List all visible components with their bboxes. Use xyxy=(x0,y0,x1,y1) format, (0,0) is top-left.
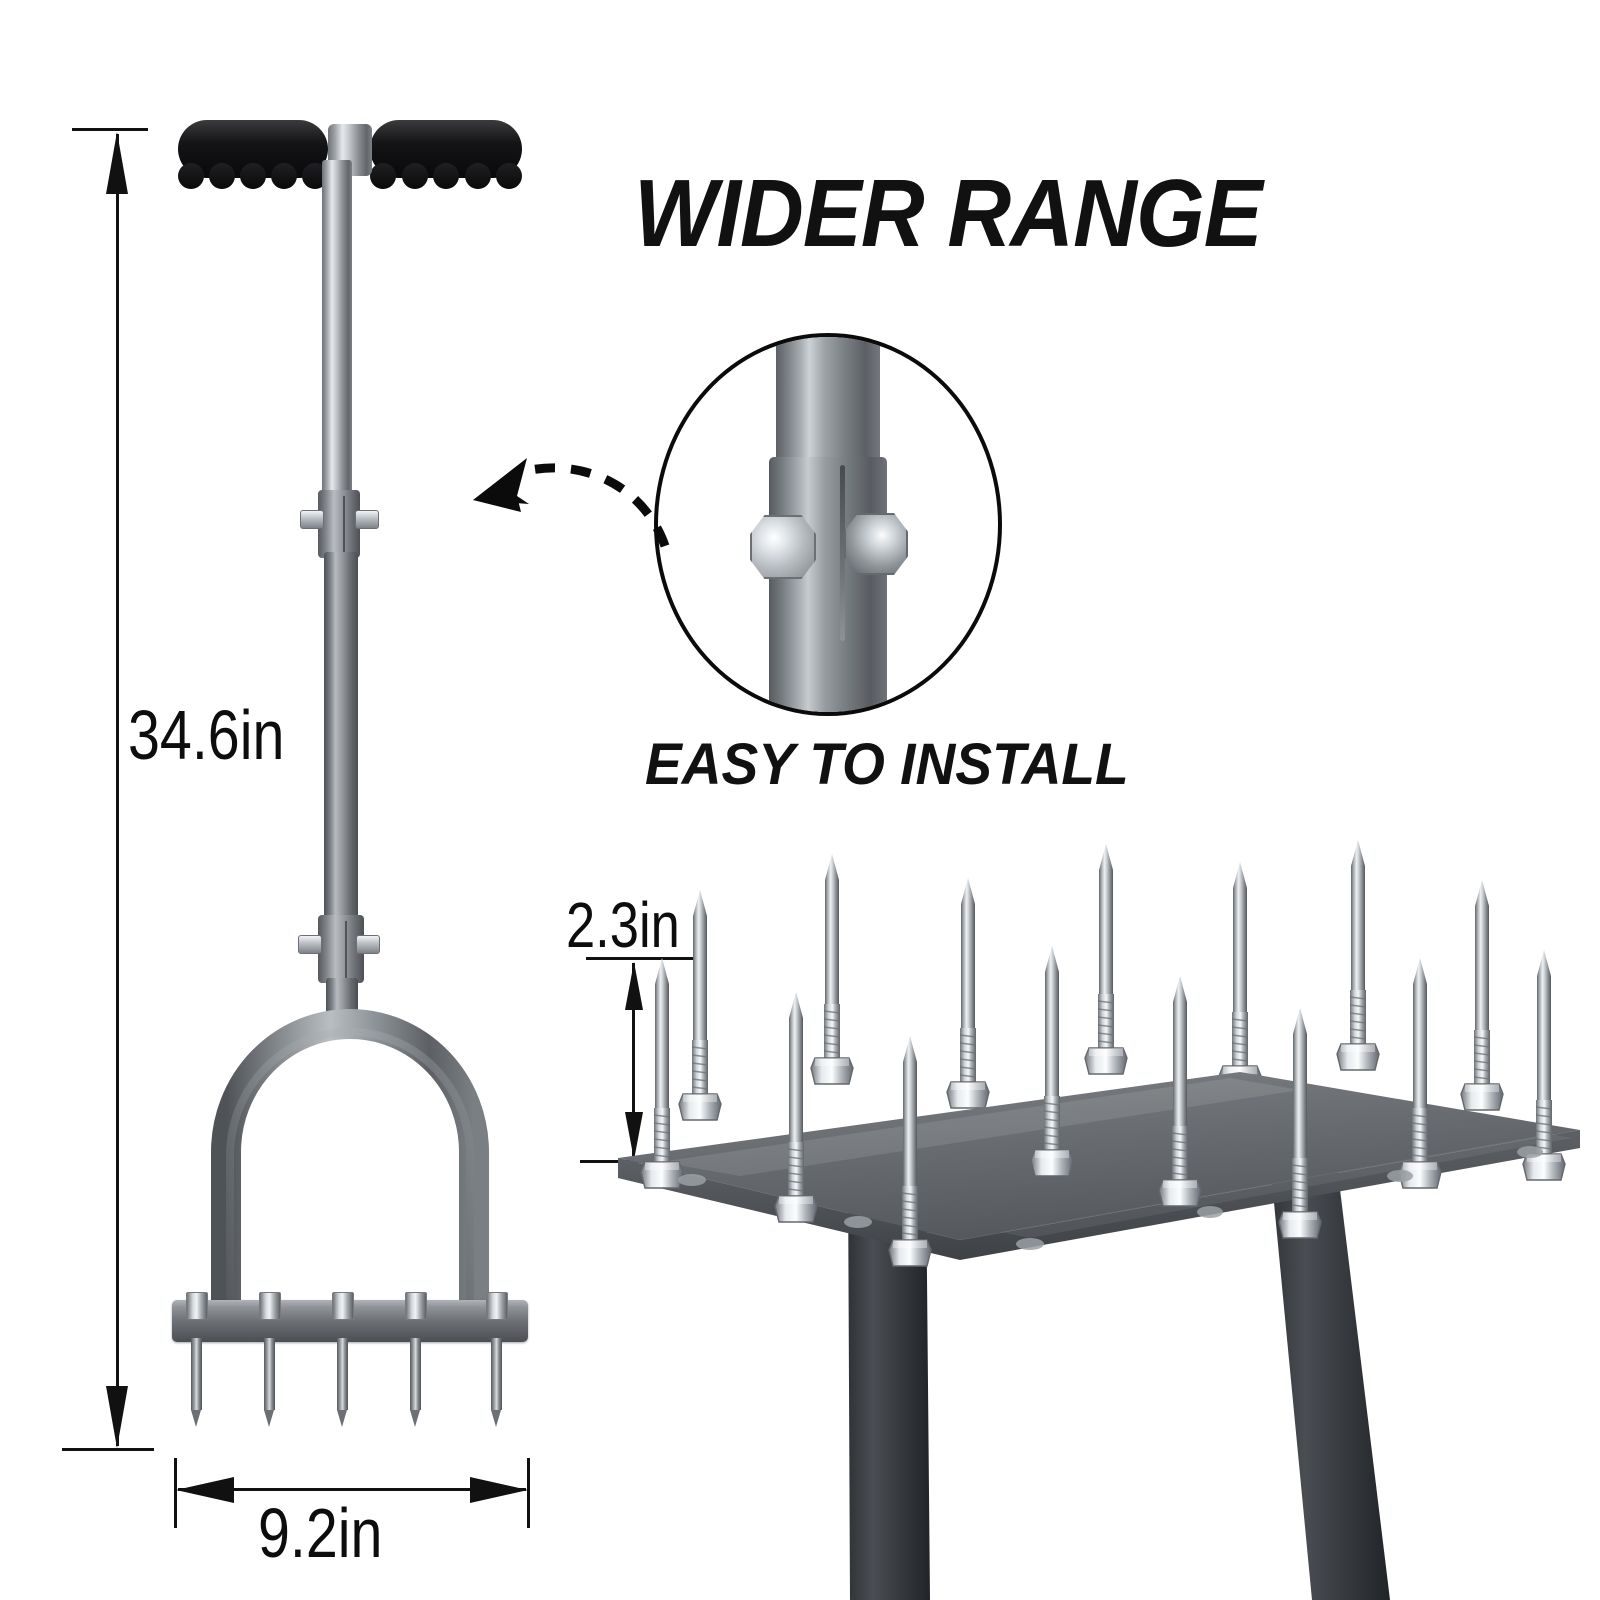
joint-bolt-upper-left xyxy=(300,510,324,529)
tine-nut-3 xyxy=(332,1292,354,1320)
ext-line-bottom xyxy=(62,1448,154,1451)
arrow-up-height xyxy=(106,132,128,194)
spike-dim-line xyxy=(632,963,635,1159)
callout-tube-seam xyxy=(840,465,845,641)
tine-nut-1 xyxy=(186,1292,208,1320)
tine-3 xyxy=(337,1338,348,1427)
callout-hex-bolt-icon xyxy=(750,515,816,579)
tine-5 xyxy=(491,1338,502,1427)
shaft-middle xyxy=(324,552,358,924)
detail-callout-circle xyxy=(654,333,1002,716)
shaft-joint-upper xyxy=(318,490,360,558)
frame-leg-left xyxy=(848,1170,930,1600)
tine-nut-5 xyxy=(486,1292,508,1320)
shaft-upper xyxy=(322,160,352,500)
arrow-left-width xyxy=(176,1477,234,1503)
tine-4 xyxy=(410,1338,421,1427)
ext-line-top xyxy=(72,128,148,131)
headline-text: WIDER RANGE xyxy=(634,160,1263,267)
callout-hex-nut-icon xyxy=(844,513,908,575)
ext-line-left xyxy=(174,1458,177,1528)
dimension-label-spike: 2.3in xyxy=(566,889,680,961)
tine-1 xyxy=(191,1338,202,1427)
grip-scallop-right xyxy=(370,163,522,189)
handle-grip-left xyxy=(178,120,328,189)
arrow-up-spike xyxy=(625,962,643,1010)
joint-seam-upper xyxy=(343,496,345,554)
joint-bolt-lower-right xyxy=(356,935,380,954)
tine-2 xyxy=(264,1338,275,1427)
joint-seam-lower xyxy=(345,921,347,979)
spike-plate-detail-view xyxy=(600,840,1600,1600)
frame-leg-right xyxy=(1268,1140,1390,1600)
callout-tube-lower xyxy=(769,457,887,712)
product-full-view xyxy=(0,0,620,1600)
handle-grip-right xyxy=(370,120,522,189)
joint-bolt-lower-left xyxy=(298,935,322,954)
curved-dashed-arrow-icon xyxy=(455,438,685,563)
ext-line-right xyxy=(527,1458,530,1528)
dim-line-vertical xyxy=(116,134,119,1446)
joint-bolt-upper-right xyxy=(355,510,379,529)
underside-nuts xyxy=(678,1146,1543,1250)
tine-nut-4 xyxy=(405,1292,427,1320)
arrow-down-height xyxy=(106,1386,128,1448)
dimension-label-height: 34.6in xyxy=(128,696,285,774)
dimension-label-width: 9.2in xyxy=(258,1494,383,1572)
arrow-right-width xyxy=(470,1477,528,1503)
subhead-text: EASY TO INSTALL xyxy=(645,732,1129,797)
dim-line-horizontal xyxy=(178,1488,526,1491)
arrow-down-spike xyxy=(625,1112,643,1160)
u-frame xyxy=(170,1000,530,1320)
spike-plate-top-face xyxy=(618,1072,1580,1240)
grip-scallop-left xyxy=(178,163,328,189)
spike-ext-line-top xyxy=(586,957,696,960)
tine-nut-2 xyxy=(259,1292,281,1320)
